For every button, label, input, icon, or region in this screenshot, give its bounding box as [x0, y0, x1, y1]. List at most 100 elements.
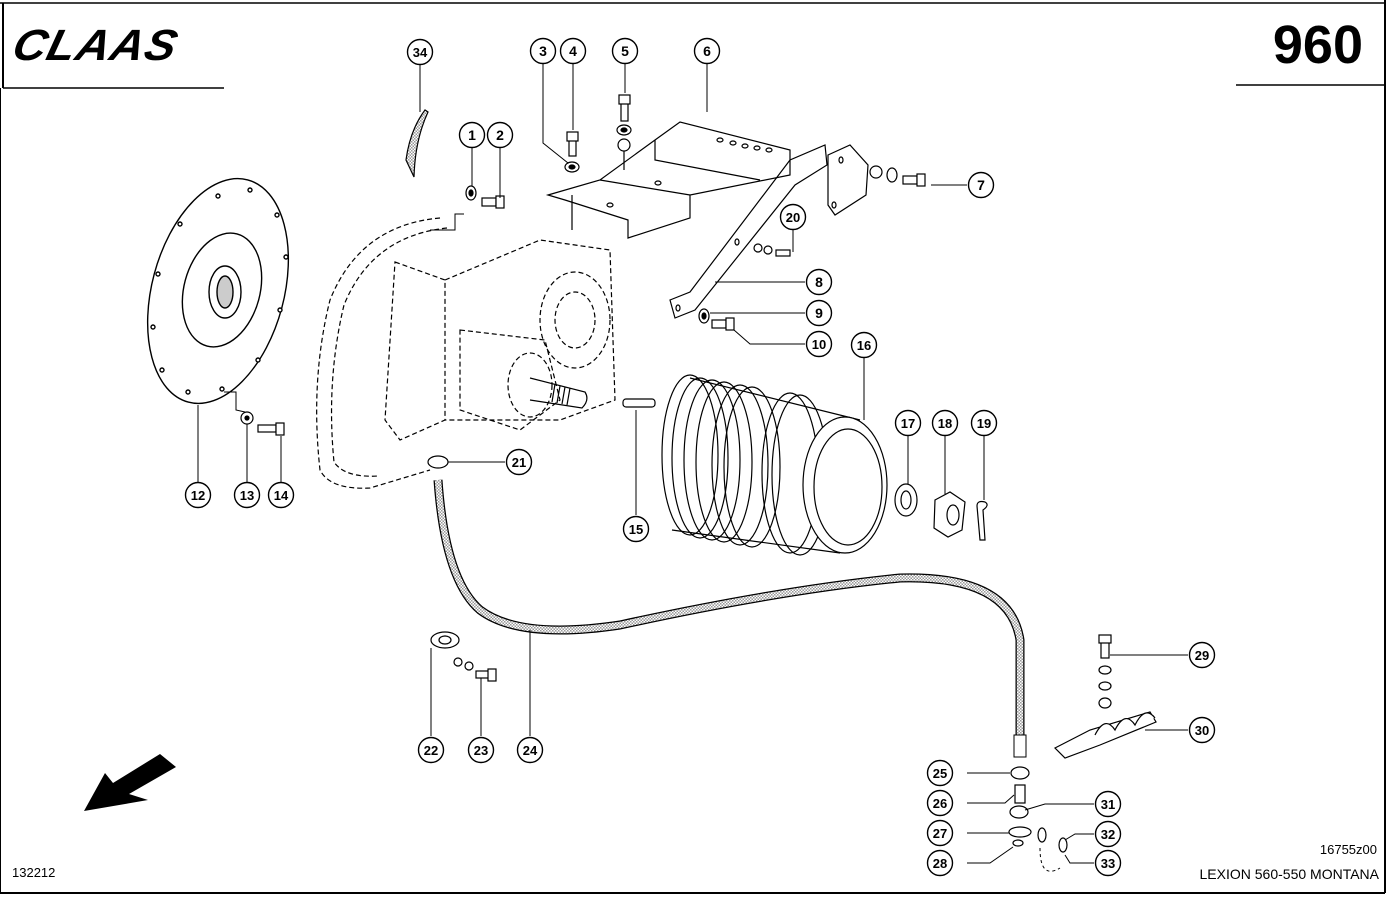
callout-circle — [622, 515, 650, 543]
callout-label: 34 — [413, 45, 428, 60]
callout-13: 13 — [233, 481, 261, 509]
callout-label: 30 — [1195, 723, 1209, 738]
callout-label: 32 — [1101, 827, 1115, 842]
callout-circle — [267, 481, 295, 509]
callout-circle — [805, 299, 833, 327]
callout-10: 10 — [805, 330, 833, 358]
callout-circle — [805, 330, 833, 358]
transmission-housing-outline — [316, 217, 616, 489]
callout-7: 7 — [967, 171, 995, 199]
callout-29: 29 — [1188, 641, 1216, 669]
callout-30: 30 — [1188, 716, 1216, 744]
callout-circle — [233, 481, 261, 509]
callout-14: 14 — [267, 481, 295, 509]
chain-loop — [1039, 847, 1061, 872]
callout-label: 31 — [1101, 797, 1115, 812]
callout-label: 33 — [1101, 856, 1115, 871]
callout-6: 6 — [693, 37, 721, 65]
callout-28: 28 — [926, 849, 954, 877]
callout-15: 15 — [622, 515, 650, 543]
callout-label: 18 — [938, 416, 952, 431]
callout-26: 26 — [926, 789, 954, 817]
callout-label: 25 — [933, 766, 947, 781]
drawing-id: 16755z00 — [1319, 842, 1377, 857]
part-6-support-bracket — [545, 121, 791, 239]
callout-20: 20 — [779, 203, 807, 231]
callout-label: 27 — [933, 826, 947, 841]
callout-circle — [417, 736, 445, 764]
callout-label: 1 — [468, 127, 476, 143]
callout-circle — [926, 819, 954, 847]
callout-5: 5 — [611, 37, 639, 65]
callout-circle — [184, 481, 212, 509]
callout-1: 1 — [458, 121, 486, 149]
callout-circle — [1094, 849, 1122, 877]
part-34-cover — [405, 109, 429, 178]
callout-circle — [1094, 790, 1122, 818]
callout-2: 2 — [486, 121, 514, 149]
part-12-flex-disc — [146, 177, 290, 405]
callout-circle — [850, 331, 878, 359]
callout-label: 13 — [240, 488, 254, 503]
callout-circle — [406, 38, 434, 66]
callout-34: 34 — [406, 38, 434, 66]
callout-3: 3 — [529, 37, 557, 65]
part-8-strut — [669, 144, 869, 319]
page-number: 960 — [1272, 15, 1363, 75]
callout-circle — [931, 409, 959, 437]
callout-label: 6 — [703, 43, 711, 59]
callout-circle — [1188, 641, 1216, 669]
part-16-protective-bellows — [661, 374, 888, 556]
callout-22: 22 — [417, 736, 445, 764]
callout-label: 4 — [569, 43, 577, 59]
callout-label: 19 — [977, 416, 991, 431]
callout-17: 17 — [894, 409, 922, 437]
callout-19: 19 — [970, 409, 998, 437]
callout-label: 5 — [621, 43, 629, 59]
callout-24: 24 — [516, 736, 544, 764]
callout-circle — [467, 736, 495, 764]
callout-21: 21 — [505, 448, 533, 476]
callout-circle — [779, 203, 807, 231]
callout-9: 9 — [805, 299, 833, 327]
callout-12: 12 — [184, 481, 212, 509]
callout-31: 31 — [1094, 790, 1122, 818]
callout-label: 23 — [474, 743, 488, 758]
callout-label: 20 — [786, 210, 800, 225]
callout-label: 10 — [812, 337, 826, 352]
callout-circle — [529, 37, 557, 65]
part-24-hydraulic-hose — [433, 479, 1027, 758]
callout-27: 27 — [926, 819, 954, 847]
callout-label: 21 — [512, 455, 526, 470]
callout-circle — [1094, 820, 1122, 848]
callout-circle — [926, 849, 954, 877]
callout-circle — [693, 37, 721, 65]
callout-circle — [805, 268, 833, 296]
part-30-hose-guide — [1053, 711, 1157, 759]
callout-32: 32 — [1094, 820, 1122, 848]
callout-16: 16 — [850, 331, 878, 359]
callout-circle — [967, 171, 995, 199]
fasteners — [240, 94, 1112, 853]
callout-18: 18 — [931, 409, 959, 437]
callout-label: 3 — [539, 43, 547, 59]
callout-label: 29 — [1195, 648, 1209, 663]
callout-label: 7 — [977, 177, 985, 193]
callout-label: 24 — [523, 743, 538, 758]
callout-circle — [926, 789, 954, 817]
callout-label: 15 — [629, 522, 643, 537]
arrow-down-left-icon — [84, 754, 176, 811]
callout-circle — [970, 409, 998, 437]
callout-label: 8 — [815, 274, 823, 290]
leader-lines — [197, 63, 1188, 864]
callout-circle — [516, 736, 544, 764]
callout-circle — [505, 448, 533, 476]
callout-circle — [611, 37, 639, 65]
callout-circle — [458, 121, 486, 149]
callout-label: 22 — [424, 743, 438, 758]
callout-8: 8 — [805, 268, 833, 296]
callout-4: 4 — [559, 37, 587, 65]
callout-23: 23 — [467, 736, 495, 764]
